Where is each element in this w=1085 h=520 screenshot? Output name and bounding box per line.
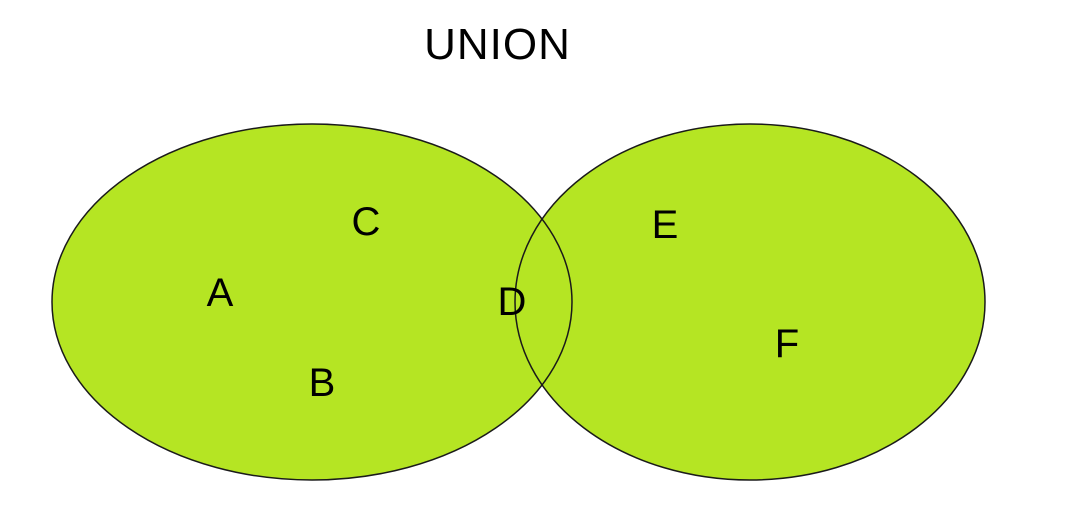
right-set-outline xyxy=(514,123,986,481)
element-label-b: B xyxy=(309,361,336,405)
left-set-fill xyxy=(52,124,572,480)
element-label-c: C xyxy=(352,200,381,244)
element-label-a: A xyxy=(207,271,234,315)
element-label-d: D xyxy=(498,280,527,324)
right-set-fill xyxy=(515,124,985,480)
diagram-title: UNION xyxy=(424,20,571,69)
element-label-f: F xyxy=(775,322,799,366)
left-set-outline xyxy=(51,123,573,481)
element-label-e: E xyxy=(652,203,679,247)
